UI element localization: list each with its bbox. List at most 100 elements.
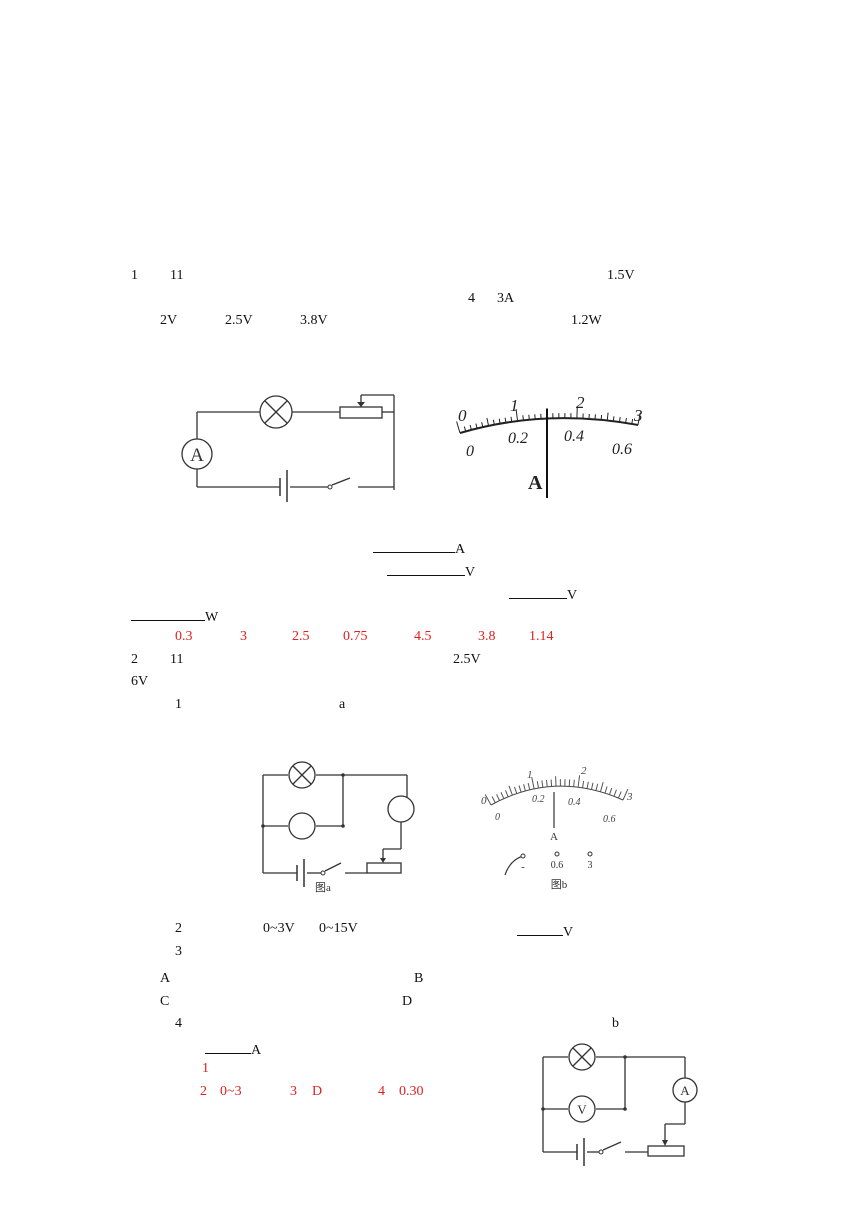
scale-tick bbox=[500, 792, 505, 799]
q1-answer: 0.3 bbox=[175, 629, 193, 644]
q1-answer: 3 bbox=[240, 629, 247, 644]
circuit-diagram-corrected: V A bbox=[541, 1043, 698, 1166]
terminal-label: 3 bbox=[588, 860, 593, 871]
terminal-label: 0.6 bbox=[551, 860, 564, 871]
q1-lamp-3-8v: 3.8V bbox=[300, 313, 328, 328]
bottom-tick-label: 0.6 bbox=[612, 441, 632, 458]
ammeter-label: A bbox=[190, 445, 204, 466]
ammeter-label: A bbox=[680, 1083, 690, 1098]
figure-caption: 图a bbox=[315, 881, 331, 894]
bottom-tick-label: 0 bbox=[495, 812, 500, 823]
scale-tick bbox=[536, 781, 539, 789]
terminal-label: - bbox=[521, 861, 525, 873]
scale-tick bbox=[514, 786, 518, 794]
q2-answer-2: 0~3 bbox=[220, 1084, 242, 1099]
q2-range-large: 0~15V bbox=[319, 921, 358, 936]
scale-tick bbox=[492, 419, 495, 425]
option-c: C bbox=[160, 994, 170, 1009]
voltmeter-label: V bbox=[577, 1102, 587, 1117]
scale-tick bbox=[527, 782, 531, 790]
option-a: A bbox=[160, 971, 171, 986]
q1-lamp-2v: 2V bbox=[160, 313, 178, 328]
scale-tick bbox=[463, 426, 467, 432]
bottom-tick-label: 0 bbox=[466, 443, 474, 460]
bottom-tick-label: 0.2 bbox=[532, 794, 545, 805]
q2-sub2: 2 bbox=[175, 921, 182, 936]
bottom-tick-label: 0.2 bbox=[508, 430, 528, 447]
q1-lamp-2-5v: 2.5V bbox=[225, 313, 253, 328]
option-b: B bbox=[414, 971, 424, 986]
figure-caption: 图b bbox=[551, 878, 568, 891]
scale-tick bbox=[599, 782, 604, 792]
meter-label: A bbox=[528, 472, 543, 494]
scale-tick bbox=[612, 416, 615, 422]
q2-answer-3: D bbox=[312, 1084, 323, 1099]
scale-tick bbox=[504, 417, 507, 423]
blank-voltage: V bbox=[387, 561, 475, 581]
q2-answer-4-num: 4 bbox=[378, 1084, 385, 1099]
scale-tick bbox=[606, 412, 609, 421]
q1-answer: 1.14 bbox=[529, 629, 554, 644]
scale-tick bbox=[484, 794, 492, 806]
q1-number: 1 bbox=[131, 268, 138, 283]
blank-range: V bbox=[517, 921, 573, 941]
q2-answer-4: 0.30 bbox=[399, 1084, 424, 1099]
scale-tick bbox=[608, 787, 613, 795]
q1-power: 1.2W bbox=[571, 313, 602, 328]
scale-tick bbox=[518, 785, 522, 793]
q1-answer: 2.5 bbox=[292, 629, 310, 644]
top-tick-label: 3 bbox=[626, 791, 633, 803]
q2-answer-1: 1 bbox=[202, 1061, 209, 1076]
scale-tick bbox=[541, 780, 544, 788]
scale-tick bbox=[586, 781, 589, 789]
scale-tick bbox=[523, 784, 526, 792]
blank-power: W bbox=[131, 606, 218, 626]
top-tick-label: 0 bbox=[458, 406, 467, 425]
ammeter-dial-2: 0 1 2 3 0 0.2 0.4 0.6 A - 0.6 3 图b bbox=[481, 765, 633, 891]
scale-tick bbox=[595, 783, 599, 791]
scale-tick bbox=[625, 417, 627, 423]
q1-current: 3A bbox=[497, 291, 515, 306]
top-tick-label: 2 bbox=[581, 765, 587, 777]
scale-tick bbox=[531, 777, 535, 789]
q1-count: 4 bbox=[468, 291, 475, 306]
q2-points: 11 bbox=[170, 652, 184, 667]
top-tick-label: 3 bbox=[633, 406, 643, 425]
scale-tick bbox=[510, 416, 513, 422]
scale-tick bbox=[545, 779, 548, 787]
scale-tick bbox=[622, 788, 629, 801]
q1-voltage: 1.5V bbox=[607, 268, 635, 283]
q2-supply: 6V bbox=[131, 674, 149, 689]
q2-sub1: 1 bbox=[175, 697, 182, 712]
scale-tick bbox=[577, 775, 581, 788]
circuit-diagram-1: A bbox=[181, 394, 395, 502]
option-d: D bbox=[402, 994, 413, 1009]
q2-voltage: 2.5V bbox=[453, 652, 481, 667]
scale-tick bbox=[481, 422, 484, 428]
scale-tick bbox=[498, 418, 501, 424]
scale-tick bbox=[515, 409, 519, 422]
q2-number: 2 bbox=[131, 652, 138, 667]
scale-tick bbox=[618, 791, 622, 799]
q2-fig-ref-b: b bbox=[612, 1016, 619, 1031]
q2-sub3: 3 bbox=[175, 944, 182, 959]
top-tick-label: 0 bbox=[481, 795, 487, 807]
scale-tick bbox=[631, 418, 634, 424]
scale-tick bbox=[582, 780, 585, 788]
q1-answer: 3.8 bbox=[478, 629, 496, 644]
top-tick-label: 1 bbox=[527, 769, 533, 781]
scale-tick bbox=[573, 779, 575, 787]
scale-tick bbox=[618, 416, 621, 423]
meter-label: A bbox=[550, 831, 558, 843]
scale-tick bbox=[505, 790, 509, 798]
q2-range-small: 0~3V bbox=[263, 921, 295, 936]
scale-tick bbox=[637, 413, 641, 426]
bottom-tick-label: 0.4 bbox=[568, 797, 581, 808]
scale-tick bbox=[590, 782, 594, 790]
q1-answer: 0.75 bbox=[343, 629, 368, 644]
top-tick-label: 1 bbox=[510, 396, 519, 415]
scale-tick bbox=[456, 421, 461, 434]
q2-answer-2-num: 2 bbox=[200, 1084, 207, 1099]
scale-tick bbox=[475, 423, 478, 429]
scale-tick bbox=[486, 417, 490, 426]
